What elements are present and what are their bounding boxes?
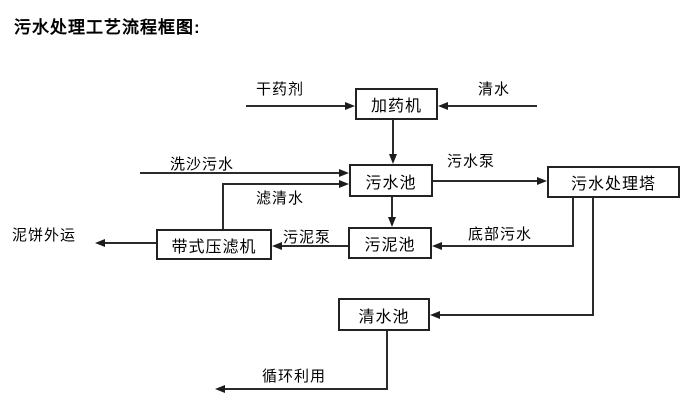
connector-sand-washing-line (140, 172, 340, 174)
arrow-left-icon (272, 242, 282, 250)
arrow-right-icon (345, 102, 355, 110)
connector-sludge-pump-line (280, 245, 348, 247)
label-filtered-water: 滤清水 (256, 190, 305, 207)
arrow-left-icon (430, 311, 440, 319)
connector-tower-to-clean-drop-line (592, 198, 594, 316)
arrow-right-icon (339, 169, 349, 177)
label-bottom-sewage: 底部污水 (468, 226, 533, 243)
connector-filter-press-riser-line (222, 183, 224, 229)
label-clean-water: 清水 (478, 81, 511, 98)
node-sewage-pool: 污水池 (349, 164, 433, 197)
connector-bottom-sewage-line (440, 245, 574, 247)
label-mud-cake-out: 泥饼外运 (12, 227, 77, 244)
label-recycle: 循环利用 (262, 368, 327, 385)
arrow-left-icon (215, 385, 225, 393)
arrow-left-icon (95, 239, 105, 247)
node-sludge-pool-label: 污泥池 (364, 237, 416, 254)
node-treatment-tower-label: 污水处理塔 (570, 176, 656, 193)
node-dosing-machine: 加药机 (355, 88, 438, 120)
node-treatment-tower: 污水处理塔 (547, 166, 680, 198)
label-sewage-pump: 污水泵 (447, 153, 496, 170)
node-belt-filter-press: 带式压滤机 (156, 229, 272, 260)
node-sewage-pool-label: 污水池 (365, 174, 417, 192)
node-sludge-pool: 污泥池 (348, 227, 432, 259)
arrow-down-icon (388, 217, 396, 227)
connector-mud-cake-line (104, 242, 156, 244)
connector-bottom-sewage-drop-line (572, 198, 574, 246)
node-belt-filter-press-label: 带式压滤机 (171, 238, 257, 256)
arrow-right-icon (339, 180, 349, 188)
label-sludge-pump: 污泥泵 (283, 229, 332, 246)
connector-clean-water-line (444, 105, 537, 107)
connector-dry-agent-line (246, 105, 346, 107)
connector-dosing-to-sewage-line (392, 120, 394, 156)
connector-tower-to-clean-line (438, 314, 594, 316)
arrow-left-icon (432, 242, 442, 250)
page-title: 污水处理工艺流程框图: (14, 18, 201, 37)
arrow-left-icon (438, 102, 448, 110)
arrow-down-icon (389, 154, 397, 164)
connector-sewage-to-sludge-line (391, 197, 393, 218)
node-clean-water-pool: 清水池 (338, 298, 430, 331)
node-dosing-machine-label: 加药机 (370, 98, 422, 115)
node-clean-water-pool-label: 清水池 (358, 308, 410, 326)
arrow-right-icon (537, 177, 547, 185)
connector-recycle-line (223, 388, 388, 390)
connector-recycle-drop-line (386, 331, 388, 390)
label-dry-agent: 干药剂 (256, 81, 305, 98)
connector-sewage-pump-line (433, 180, 538, 182)
label-sand-washing-sewage: 洗沙污水 (170, 156, 235, 173)
connector-filtered-water-line (222, 183, 340, 185)
